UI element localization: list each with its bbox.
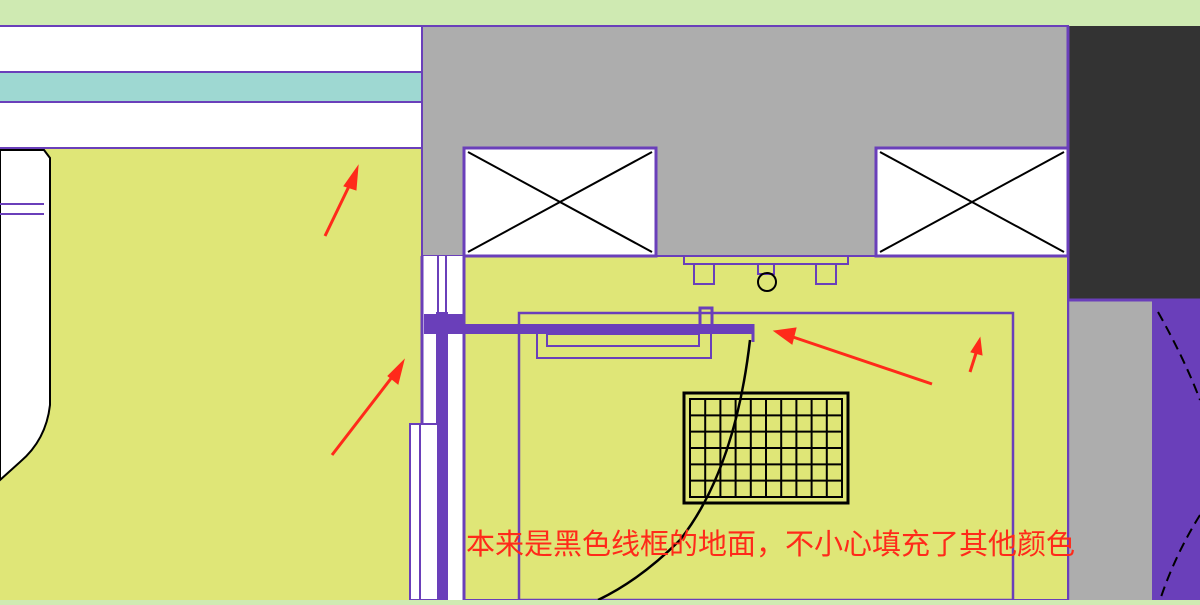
left-fixture <box>0 149 51 482</box>
wall-column-joint <box>424 314 464 334</box>
right-gray-column <box>1070 300 1152 600</box>
white-strip-top <box>0 26 422 72</box>
right-dashed-curve-2 <box>1159 514 1200 601</box>
fitting-left <box>693 263 715 285</box>
door-bar <box>422 324 754 334</box>
curved-black-line <box>597 339 752 602</box>
arrow-icon <box>330 358 405 456</box>
white-strip-bottom <box>0 102 422 148</box>
right-purple-column <box>1152 300 1200 600</box>
ventilation-grille-icon <box>682 391 850 505</box>
fitting-right <box>815 263 837 285</box>
annotation-text: 本来是黑色线框的地面，不小心填充了其他颜色 <box>466 527 1076 561</box>
door-post <box>698 306 714 328</box>
wall-column-lower <box>409 423 439 601</box>
left-floor-area <box>0 148 422 600</box>
arrow-icon <box>772 327 933 386</box>
arrow-icon <box>323 164 359 237</box>
arrow-icon <box>968 336 983 373</box>
top-band <box>0 0 1200 26</box>
teal-strip <box>0 72 422 102</box>
crossed-box-icon <box>874 146 1070 258</box>
right-dashed-curve <box>1157 311 1200 401</box>
crossed-box-icon <box>462 146 658 258</box>
drain-circle <box>757 272 777 292</box>
dark-block <box>1068 26 1200 300</box>
